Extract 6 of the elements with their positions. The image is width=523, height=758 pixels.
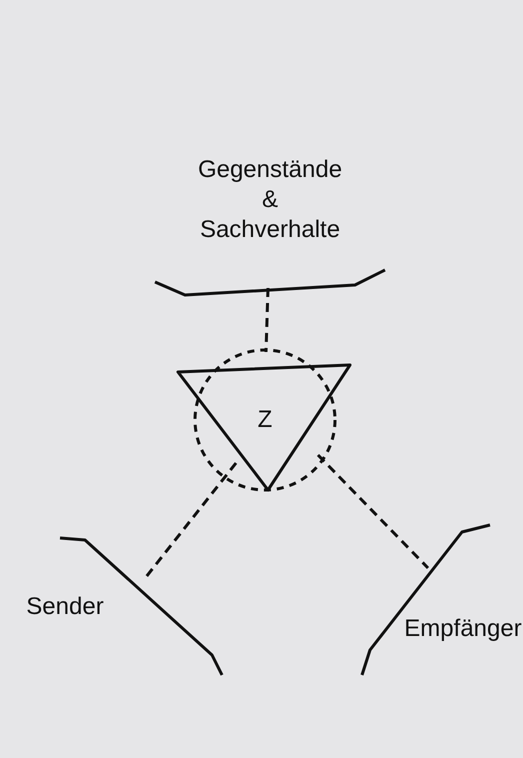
- dashed-line: [144, 462, 238, 578]
- node-label: Z: [256, 405, 274, 435]
- dashed-line: [264, 288, 270, 352]
- node-label: Empfänger: [403, 614, 523, 644]
- node-label: Sender: [25, 592, 105, 622]
- node-label: Gegenstände & Sachverhalte: [196, 155, 344, 245]
